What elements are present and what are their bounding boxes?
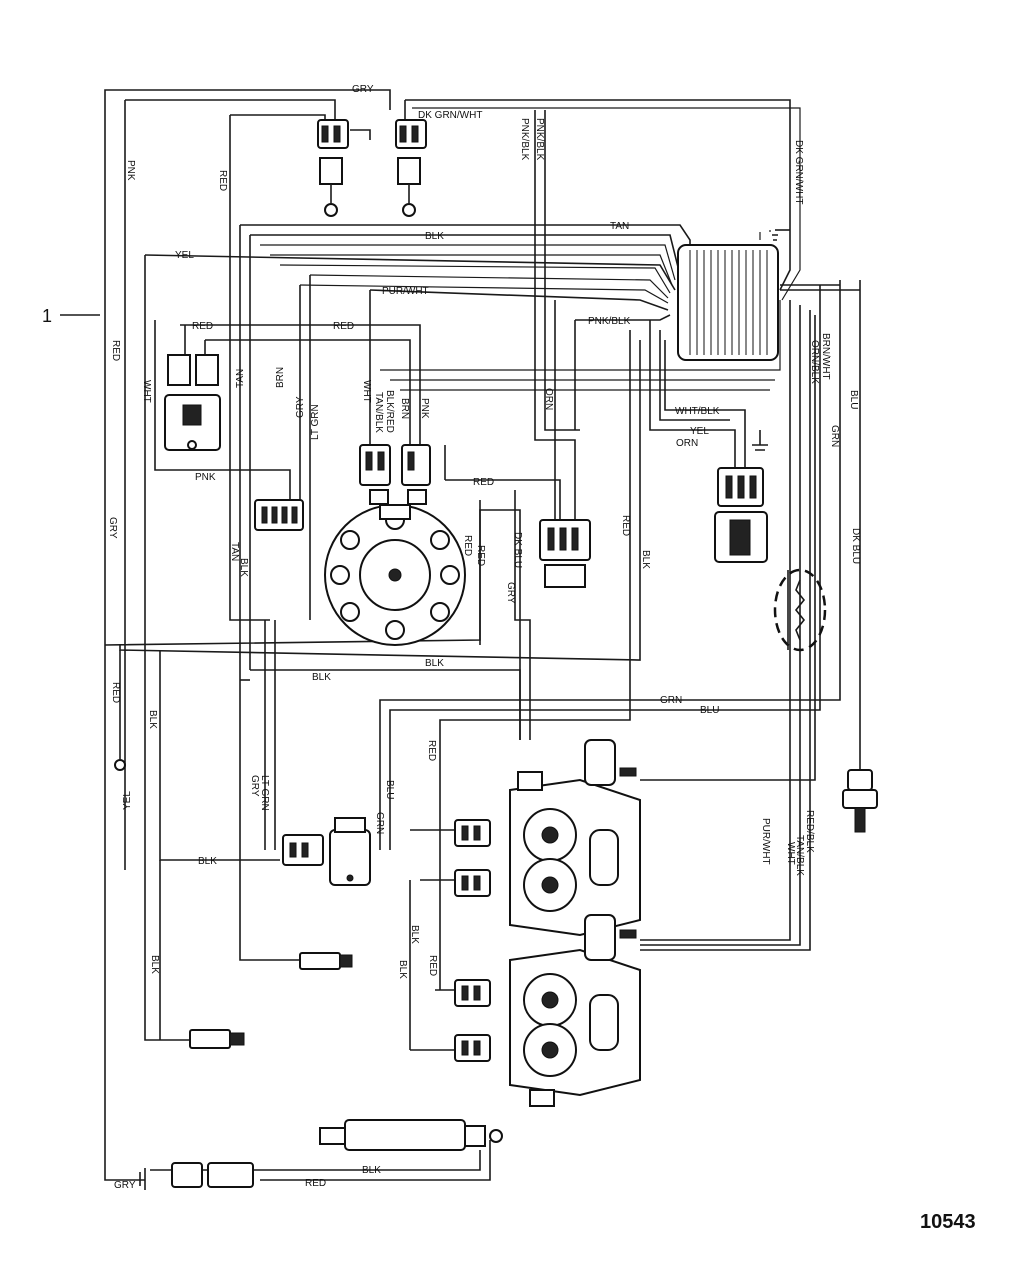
label-grn-right: GRN — [829, 425, 840, 447]
top-sensor-right — [395, 119, 427, 217]
callout-number: 1 — [42, 306, 52, 326]
label-red-inj: RED — [426, 740, 437, 761]
wire-labels: GRY DK GRN/WHT DK GRN/WHT PNK RED PNK/BL… — [107, 84, 861, 1191]
label-pnk-dist: PNK — [419, 398, 430, 419]
map-sensor — [282, 817, 371, 886]
label-tan-mid: TAN — [229, 542, 240, 561]
label-pnk-blk-mid: PNK/BLK — [588, 316, 631, 327]
right-connector — [714, 430, 768, 563]
label-wht-right: WHT — [785, 842, 796, 865]
label-blk-inj2: BLK — [397, 960, 408, 979]
label-wht-blk: WHT/BLK — [675, 406, 720, 417]
label-pnk-blk-1: PNK/BLK — [519, 118, 530, 161]
center-connector — [539, 519, 591, 588]
label-pnk-left: PNK — [125, 160, 136, 181]
label-red-left: RED — [110, 340, 121, 361]
label-blu-bottom: BLU — [700, 705, 719, 716]
label-red-mid3: RED — [473, 477, 494, 488]
label-dk-blu-2: DK BLU — [512, 532, 523, 568]
label-dk-grn-wht-top: DK GRN/WHT — [418, 110, 482, 121]
wire-harness — [104, 89, 861, 1181]
label-red-mid2: RED — [333, 321, 354, 332]
top-sensor-left — [317, 119, 371, 217]
throttle-body-lower — [454, 914, 641, 1107]
label-blu-inj: BLU — [384, 780, 395, 799]
resistor-loop — [773, 568, 827, 652]
temp-sensor-1 — [299, 952, 353, 970]
fuel-pump — [139, 1119, 503, 1190]
throttle-body-upper — [454, 739, 641, 937]
label-wht-dist: WHT — [361, 380, 372, 403]
label-blk-red-dist: BLK/RED — [384, 390, 395, 433]
label-blk-bottom2: BLK — [149, 955, 160, 974]
label-orn-mid: ORN — [543, 388, 554, 410]
label-yel-right: YEL — [690, 426, 709, 437]
label-yel-top: YEL — [175, 250, 194, 261]
label-blk-mid2: BLK — [425, 658, 444, 669]
label-orn-right: ORN — [676, 438, 698, 449]
label-pur-wht-right: PUR/WHT — [760, 818, 771, 865]
label-blk-mid1: BLK — [238, 558, 249, 577]
label-red-top: RED — [217, 170, 228, 191]
label-blk-far: BLK — [312, 672, 331, 683]
label-orn-blk: ORN/BLK — [809, 340, 820, 384]
temp-sensor-2 — [189, 1029, 245, 1049]
label-blk-top: BLK — [425, 231, 444, 242]
label-blu-right: BLU — [848, 390, 859, 409]
label-blk-pump: BLK — [362, 1165, 381, 1176]
label-blk-right: BLK — [640, 550, 651, 569]
label-blk-bottom1: BLK — [198, 856, 217, 867]
label-yel-left: YEL — [122, 791, 133, 810]
label-grn-bottom: GRN — [660, 695, 682, 706]
label-wht-left: WHT — [141, 380, 152, 403]
label-red-blk-right: RED/BLK — [804, 810, 815, 853]
label-gry-pump: GRY — [114, 1180, 136, 1191]
label-gry-bottom: GRY — [249, 775, 260, 797]
label-red-inj2: RED — [427, 955, 438, 976]
label-blk-left-vert: BLK — [147, 710, 158, 729]
label-pur-wht: PUR/WHT — [382, 286, 429, 297]
left-connector — [254, 499, 304, 531]
label-red-mid1: RED — [192, 321, 213, 332]
label-tan-blk-right: TAN/BLK — [794, 835, 805, 876]
label-red-ground: RED — [110, 682, 121, 703]
ground-eyelet — [114, 650, 126, 771]
label-lt-grn-left: LT GRN — [310, 404, 321, 440]
label-red-pump: RED — [305, 1178, 326, 1189]
label-brn-dist: BRN — [399, 398, 410, 419]
label-gry-mid: GRY — [505, 582, 516, 604]
label-gry-far-left: GRY — [107, 517, 118, 539]
label-gry-top: GRY — [352, 84, 374, 95]
callout-1: 1 — [42, 306, 100, 326]
pressure-sender — [842, 769, 878, 833]
label-lt-grn-bottom: LT GRN — [259, 775, 270, 811]
label-pnk-mid: PNK — [195, 472, 216, 483]
label-tan-left: TAN — [235, 369, 246, 388]
ignition-module — [164, 354, 221, 451]
label-red-right: RED — [620, 515, 631, 536]
distributor-cap — [324, 504, 466, 646]
label-brn-left: BRN — [275, 367, 286, 388]
label-pnk-blk-2: PNK/BLK — [534, 118, 545, 161]
label-grn-inj: GRN — [374, 812, 385, 834]
label-dk-blu: DK BLU — [850, 528, 861, 564]
label-gry-left: GRY — [295, 396, 306, 418]
label-dk-grn-wht-right: DK GRN/WHT — [793, 140, 804, 204]
ecm-module — [677, 229, 790, 361]
label-blk-inj1: BLK — [409, 925, 420, 944]
distributor-connectors — [359, 444, 431, 505]
label-tan-top: TAN — [610, 221, 629, 232]
label-tan-blk-dist: TAN/BLK — [373, 392, 384, 433]
label-brn-wht: BRN/WHT — [820, 333, 831, 380]
label-red-coil: RED — [462, 535, 473, 556]
figure-number: 10543 — [920, 1211, 976, 1233]
label-red-coil2: RED — [475, 545, 486, 566]
